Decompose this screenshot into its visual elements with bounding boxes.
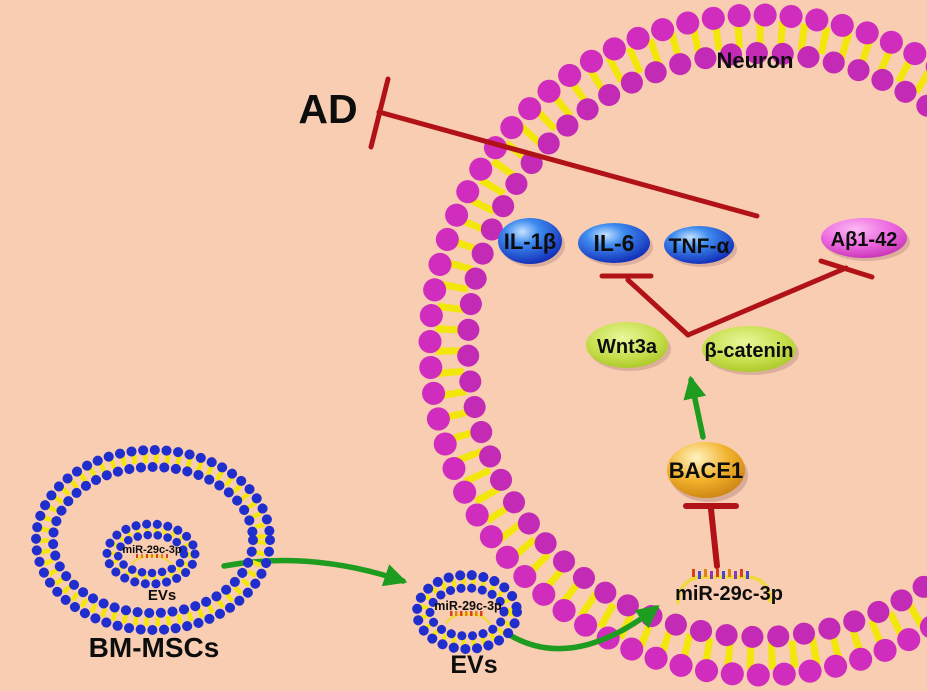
bace1-label: BACE1	[669, 458, 744, 483]
il1b-bean	[498, 218, 562, 264]
ev-transport-mirna-label: miR-29c-3p	[434, 599, 502, 613]
inhibition-tbar-abeta	[818, 258, 875, 280]
ev-transport-strand-icon	[444, 612, 492, 625]
ev-transport-strand-ticks	[450, 611, 483, 616]
ev-source-strand-ticks	[136, 554, 168, 558]
ev-transport-lipid-ring	[419, 577, 515, 647]
inner-bead-row	[457, 42, 927, 648]
ev-source-lipid-ring	[109, 526, 193, 582]
ad-label: AD	[298, 86, 357, 132]
ev-source-mirna-label: miR-29c-3p	[122, 544, 182, 556]
tnfa-label: TNF-α	[669, 235, 730, 258]
tnfa-bean	[664, 226, 734, 264]
bm-mscs-label: BM-MSCs	[89, 632, 220, 663]
arrow-evs-to-neuron	[505, 605, 660, 652]
abeta-bean	[821, 218, 907, 258]
bcatenin-ellipse	[702, 326, 796, 372]
ev-source-label: EVs	[148, 587, 176, 604]
bace1-ellipse	[667, 442, 745, 498]
bm-msc-cell-group: miR-29c-3p EVs BM-MSCs	[31, 445, 275, 663]
ev-source-outer-beads	[102, 519, 200, 589]
bm-msc-lipid-ring	[40, 454, 266, 626]
mirna-strand-ticks	[692, 569, 749, 579]
ev-transport-group: miR-29c-3p EVs	[412, 570, 522, 679]
il1b-label: IL-1β	[504, 229, 557, 254]
lipid-tails-ring	[435, 20, 927, 670]
wnt-group: Wnt3a β-catenin	[586, 322, 799, 375]
inhibition-lines	[368, 76, 875, 569]
arrow-bace1-to-bcatenin	[683, 375, 707, 440]
abeta-label: Aβ1-42	[831, 229, 898, 251]
cytokines-group: IL-1β IL-6 TNF-α	[498, 218, 737, 267]
inhibition-line-to-ad	[376, 109, 760, 219]
ev-transport-inner-beads	[425, 583, 509, 641]
il6-label: IL-6	[594, 230, 635, 256]
wnt3a-label: Wnt3a	[597, 336, 658, 358]
bcatenin-label: β-catenin	[705, 340, 794, 362]
ev-source-group: miR-29c-3p EVs	[102, 519, 200, 604]
bm-msc-outer-beads	[31, 445, 275, 635]
bm-msc-inner-beads	[48, 462, 258, 618]
inhibition-line-wnt-to-abeta	[685, 265, 849, 338]
amyloid-group: Aβ1-42	[821, 218, 910, 261]
outer-bead-row	[418, 3, 927, 687]
inhibition-line-wnt-to-cytokines	[625, 277, 691, 338]
ev-transport-label: EVs	[450, 651, 497, 679]
ev-source-inner-beads	[113, 530, 189, 578]
inhibition-line-mir-to-bace1	[708, 506, 720, 569]
bace1-group: BACE1	[667, 442, 748, 502]
ev-transport-outer-beads	[412, 570, 522, 654]
neuron-membrane	[418, 3, 927, 687]
wnt3a-ellipse	[586, 322, 668, 368]
mirna-neuron-group: miR-29c-3p	[675, 569, 783, 605]
neuron-label: Neuron	[717, 48, 794, 73]
mirna-neuron-label: miR-29c-3p	[675, 583, 783, 605]
il6-bean	[578, 223, 650, 263]
